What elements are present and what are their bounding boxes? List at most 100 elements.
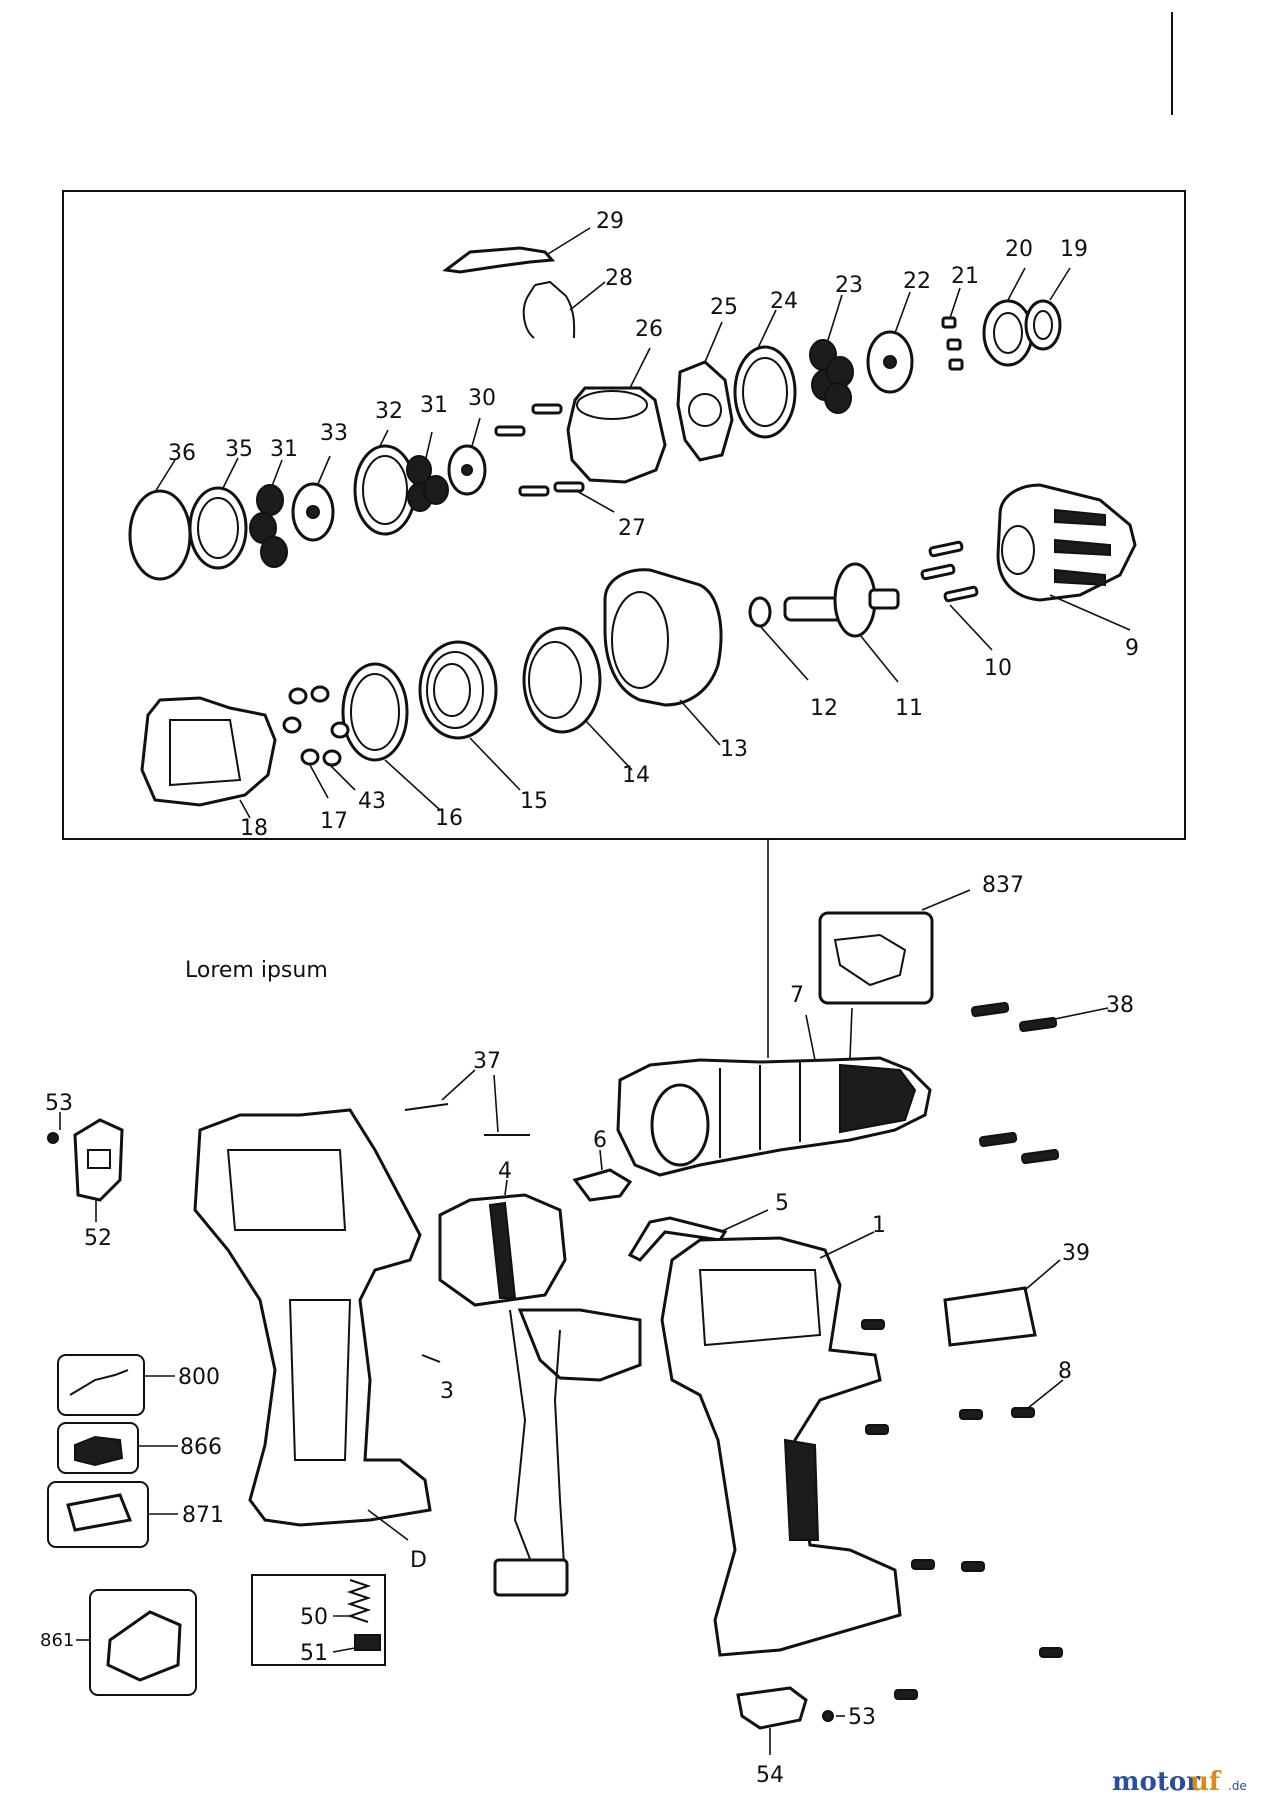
part-3-spring: [421, 1354, 441, 1363]
part-29-shift-plate: [442, 227, 591, 274]
label-53b: 53: [848, 1705, 876, 1730]
part-13-clutch-housing: [603, 568, 723, 746]
part-35-ring-gear: [188, 457, 248, 570]
part-31-planet-gears-left: [249, 459, 288, 568]
label-39: 39: [1062, 1241, 1090, 1266]
label-7: 7: [790, 983, 804, 1008]
label-52: 52: [84, 1226, 112, 1251]
part-19-washer: [1024, 267, 1071, 351]
label-21: 21: [951, 264, 979, 289]
label-1: 1: [872, 1213, 886, 1238]
label-28: 28: [605, 266, 633, 291]
label-51: 51: [300, 1641, 328, 1666]
part-15-clutch-spring: [418, 640, 521, 791]
part-23-planet-gears: [809, 294, 854, 414]
label-16: 16: [435, 806, 463, 831]
label-38: 38: [1106, 993, 1134, 1018]
part-11-spindle: [783, 562, 900, 683]
label-35: 35: [225, 437, 253, 462]
part-31-planet-gears-mid: [406, 431, 449, 512]
part-10-screws: [920, 540, 993, 651]
label-25: 25: [710, 295, 738, 320]
part-866-battery-box: [57, 1422, 178, 1474]
part-24-ring-gear: [733, 309, 797, 439]
part-28-spring-clip: [522, 280, 606, 339]
part-4-motor-switch: [438, 1179, 642, 1597]
label-866: 866: [180, 1435, 222, 1460]
part-5-switch-lever: [627, 1209, 769, 1262]
label-27: 27: [618, 516, 646, 541]
label-26: 26: [635, 317, 663, 342]
part-837-accessory: [818, 889, 971, 1005]
label-20: 20: [1005, 237, 1033, 262]
label-29: 29: [596, 209, 624, 234]
label-18: 18: [240, 816, 268, 841]
part-800-accessory-box: [57, 1354, 175, 1416]
label-9: 9: [1125, 636, 1139, 661]
label-53a: 53: [45, 1091, 73, 1116]
part-33-planet-carrier: [291, 455, 335, 542]
part-21-pins: [941, 287, 964, 371]
label-32: 32: [375, 399, 403, 424]
part-9-chuck: [996, 483, 1137, 631]
label-3: 3: [440, 1379, 454, 1404]
label-13: 13: [720, 737, 748, 762]
part-54-battery-latch: [736, 1686, 845, 1755]
label-D: D: [410, 1548, 427, 1573]
part-27-screws: [494, 403, 615, 513]
label-31b: 31: [420, 393, 448, 418]
label-12: 12: [810, 696, 838, 721]
label-23: 23: [835, 273, 863, 298]
part-12-o-ring: [748, 596, 809, 681]
watermark-part-c: .de: [1228, 1779, 1247, 1793]
part-26-gear-housing: [566, 347, 667, 484]
watermark-part-b: uf: [1190, 1767, 1222, 1797]
part-1-housing-half: [660, 1231, 902, 1657]
label-19: 19: [1060, 237, 1088, 262]
label-54: 54: [756, 1763, 784, 1788]
label-22: 22: [903, 269, 931, 294]
note-text: Lorem ipsum: [185, 958, 328, 983]
callout-labels: 29 28 26 25 24 23 22 21 20 19 36 35 31 3…: [40, 209, 1139, 1788]
part-50-51-box: [251, 1574, 386, 1666]
label-14: 14: [622, 763, 650, 788]
part-53-screw-top: [47, 1112, 61, 1144]
label-10: 10: [984, 656, 1012, 681]
watermark-logo: motor uf .de: [1112, 1767, 1247, 1797]
part-6-clip: [572, 1149, 633, 1202]
part-32-ring-gear: [353, 429, 417, 536]
part-38-screws: [971, 1001, 1109, 1165]
part-39-label: [943, 1259, 1061, 1347]
part-18-gear-case: [140, 696, 277, 819]
label-871: 871: [182, 1503, 224, 1528]
label-30: 30: [468, 386, 496, 411]
label-800: 800: [178, 1365, 220, 1390]
part-25-gear-plate: [676, 321, 734, 462]
label-11: 11: [895, 696, 923, 721]
part-22-planet-carrier: [866, 291, 914, 394]
label-5: 5: [775, 1191, 789, 1216]
part-7-gearbox-assembly: [616, 1007, 932, 1177]
part-D-housing-half: [193, 1108, 432, 1541]
part-30-planet-carrier: [447, 417, 487, 496]
part-20-adjusting-nut: [982, 267, 1034, 367]
label-31a: 31: [270, 437, 298, 462]
label-37: 37: [473, 1049, 501, 1074]
part-14-clutch-ring: [522, 626, 633, 771]
part-16-washer: [341, 662, 441, 811]
part-36-washer: [128, 459, 192, 581]
gearbox-detail-frame: [62, 190, 1186, 840]
part-37-springs: [404, 1069, 530, 1136]
label-861: 861: [40, 1630, 74, 1651]
part-8-screws: [861, 1319, 1064, 1700]
label-837: 837: [982, 873, 1024, 898]
part-861-case-box: [76, 1589, 197, 1696]
label-36: 36: [168, 441, 196, 466]
label-15: 15: [520, 789, 548, 814]
part-871-charger-box: [47, 1481, 178, 1548]
part-17-43-pins: [282, 685, 356, 799]
part-52-belt-hook: [73, 1118, 124, 1222]
label-50: 50: [300, 1605, 328, 1630]
label-43: 43: [358, 789, 386, 814]
